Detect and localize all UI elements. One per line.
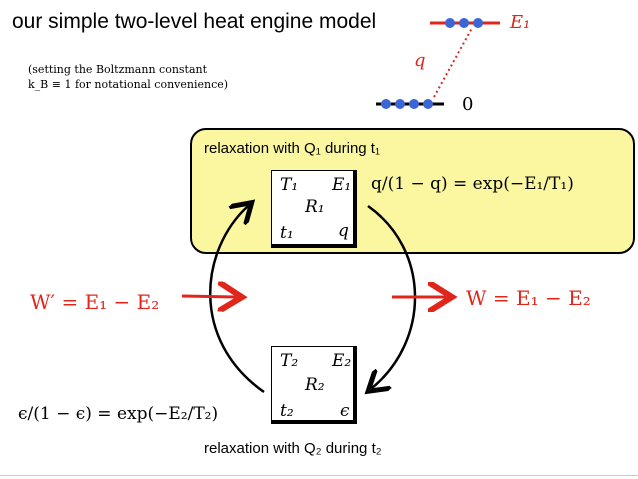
reservoir-2-footer: relaxation with Q₂ during t₂ xyxy=(204,440,382,457)
upper-level-dot xyxy=(445,18,455,28)
r1-label: R₁ xyxy=(305,197,325,217)
lower-level-dot xyxy=(423,99,433,109)
r2-label: R₂ xyxy=(305,375,325,395)
note-line-2: k_B ≡ 1 for notational convenience) xyxy=(28,78,229,91)
work-out-label: W = E₁ − E₂ xyxy=(466,286,591,310)
r1-probability: q xyxy=(338,221,349,241)
r1-energy: E₁ xyxy=(332,175,352,195)
transition-dotted-line xyxy=(433,27,473,98)
upper-level-label: E₁ xyxy=(510,12,531,33)
r2-probability: ϵ xyxy=(340,401,350,421)
lower-level-label: 0 xyxy=(462,94,474,115)
reservoir-1-relation: q/(1 − q) = exp(−E₁/T₁) xyxy=(371,174,574,194)
lower-level-dot xyxy=(381,99,391,109)
r1-time: t₁ xyxy=(280,223,294,243)
r2-energy: E₂ xyxy=(332,351,352,371)
page-title: our simple two-level heat engine model xyxy=(12,10,377,33)
cycle-arrow-left xyxy=(209,206,265,394)
r1-temperature: T₁ xyxy=(280,175,299,195)
upper-level-dot xyxy=(459,18,469,28)
upper-level-dot xyxy=(473,18,483,28)
boltzmann-note: (setting the Boltzmann constant k_B ≡ 1 … xyxy=(28,62,258,92)
reservoir-2-relation: ϵ/(1 − ϵ) = exp(−E₂/T₂) xyxy=(18,404,219,424)
transition-label: q xyxy=(414,50,426,71)
lower-level-dot xyxy=(409,99,419,109)
reservoir-1-panel xyxy=(190,128,635,254)
lower-level-dot xyxy=(395,99,405,109)
r2-time: t₂ xyxy=(280,401,294,421)
reservoir-1-header: relaxation with Q₁ during t₁ xyxy=(204,140,381,157)
r2-temperature: T₂ xyxy=(280,351,299,371)
reservoir-2-box: T₂ E₂ R₂ t₂ ϵ xyxy=(271,346,357,424)
note-line-1: (setting the Boltzmann constant xyxy=(28,63,208,76)
energy-level-diagram xyxy=(376,18,500,109)
bottom-divider xyxy=(0,475,638,476)
reservoir-1-box: T₁ E₁ R₁ t₁ q xyxy=(271,170,357,248)
work-in-label: W′ = E₁ − E₂ xyxy=(30,290,160,314)
work-in-arrow xyxy=(181,296,236,297)
